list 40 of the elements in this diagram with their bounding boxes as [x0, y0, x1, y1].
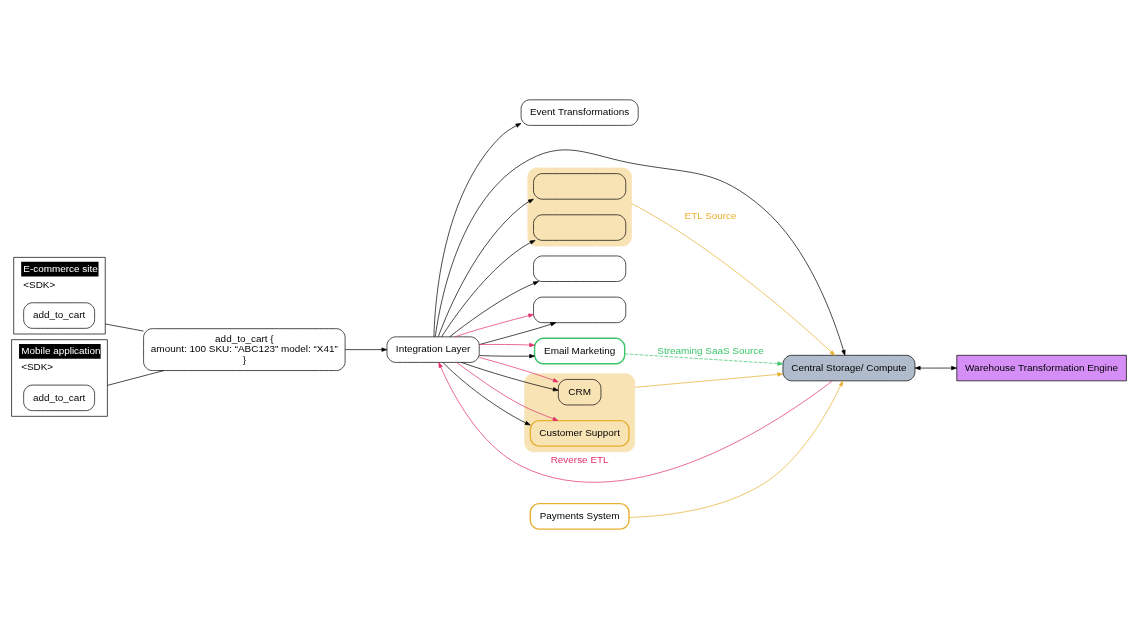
connector [107, 370, 165, 386]
node-box: Email Marketing [533, 337, 626, 365]
arrow [478, 354, 535, 359]
arrow [478, 342, 535, 348]
arrow [434, 149, 846, 356]
edge-label: Streaming SaaS Source [657, 345, 764, 357]
node-box: Central Storage/ Compute [782, 354, 916, 382]
node-box: Integration Layer [386, 336, 480, 363]
node-box: Event Transformations [520, 99, 639, 126]
arrow [914, 366, 957, 371]
node-box: Warehouse Transformation Engine [956, 354, 1127, 382]
arrow [634, 372, 784, 388]
arrow [456, 362, 559, 421]
node-box: add_to_cart [23, 302, 95, 329]
connector [104, 323, 144, 332]
arrow [478, 357, 559, 383]
node-box: Payments System [529, 502, 630, 530]
arrow [433, 123, 522, 338]
arrow [437, 198, 534, 338]
edge-label: Reverse ETL [550, 454, 609, 466]
arrow [438, 362, 833, 483]
node-box: CRM [558, 379, 602, 406]
node-box [533, 214, 627, 241]
arrow [442, 362, 531, 426]
arrow [461, 362, 559, 392]
arrow [478, 322, 557, 345]
node-box: Customer Support [529, 419, 630, 447]
node-box [533, 173, 627, 200]
arrow [624, 353, 784, 366]
arrow [628, 380, 844, 518]
arrow [449, 281, 539, 338]
arrow [631, 203, 836, 356]
edge-label: ETL Source [684, 210, 737, 222]
arrow [441, 240, 536, 338]
node-box: add_to_cart { amount: 100 SKU: “ABC123” model: “X41” } [143, 328, 346, 371]
node-box: add_to_cart [23, 384, 95, 411]
node-box [533, 296, 627, 323]
node-box [533, 255, 627, 282]
arrow [454, 313, 534, 338]
arrow [344, 347, 388, 352]
